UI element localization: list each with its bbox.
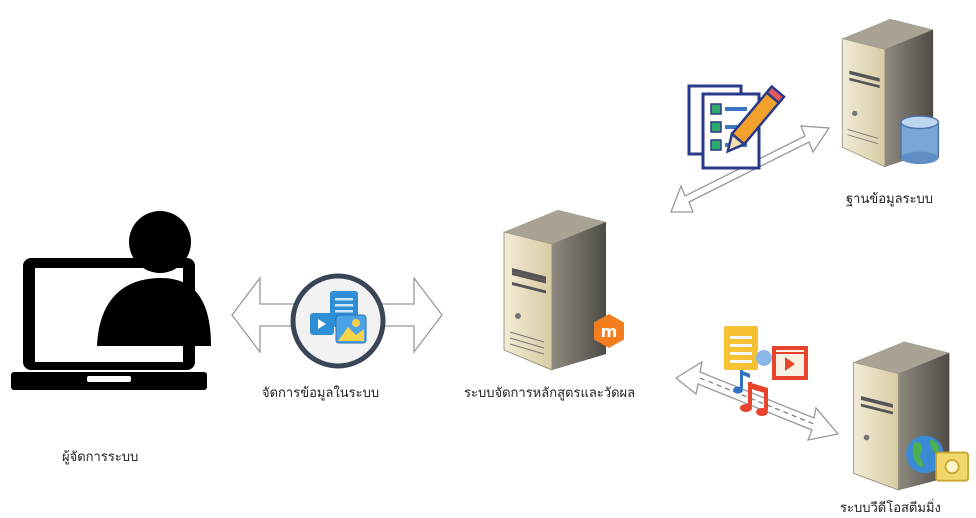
user-body-icon	[97, 278, 211, 346]
film-reel-icon	[935, 451, 970, 482]
media-files-icon	[724, 326, 808, 416]
moodle-logo-icon: m	[594, 314, 624, 348]
video-server-icon	[853, 341, 970, 491]
user-head-icon	[129, 211, 191, 273]
database-label: ฐานข้อมูลระบบ	[846, 192, 934, 207]
video-label: ระบบวีดีโอสตีมมิ่ง	[840, 501, 941, 516]
lms-server-icon	[503, 210, 606, 371]
globe-icon	[906, 435, 944, 474]
checklist-pencil-icon	[687, 84, 786, 170]
database-cylinder-icon	[900, 115, 940, 165]
data-management-icon	[290, 273, 386, 369]
admin-laptop-illustration	[11, 211, 211, 390]
svg-text:m: m	[601, 322, 618, 341]
database-server-icon	[841, 18, 940, 168]
lms-label: ระบบจัดการหลักสูตรและวัดผล	[464, 386, 636, 401]
manage-label: จัดการข้อมูลในระบบ	[262, 386, 380, 401]
admin-label: ผู้จัดการระบบ	[62, 450, 139, 465]
video-double-arrow	[674, 360, 840, 441]
